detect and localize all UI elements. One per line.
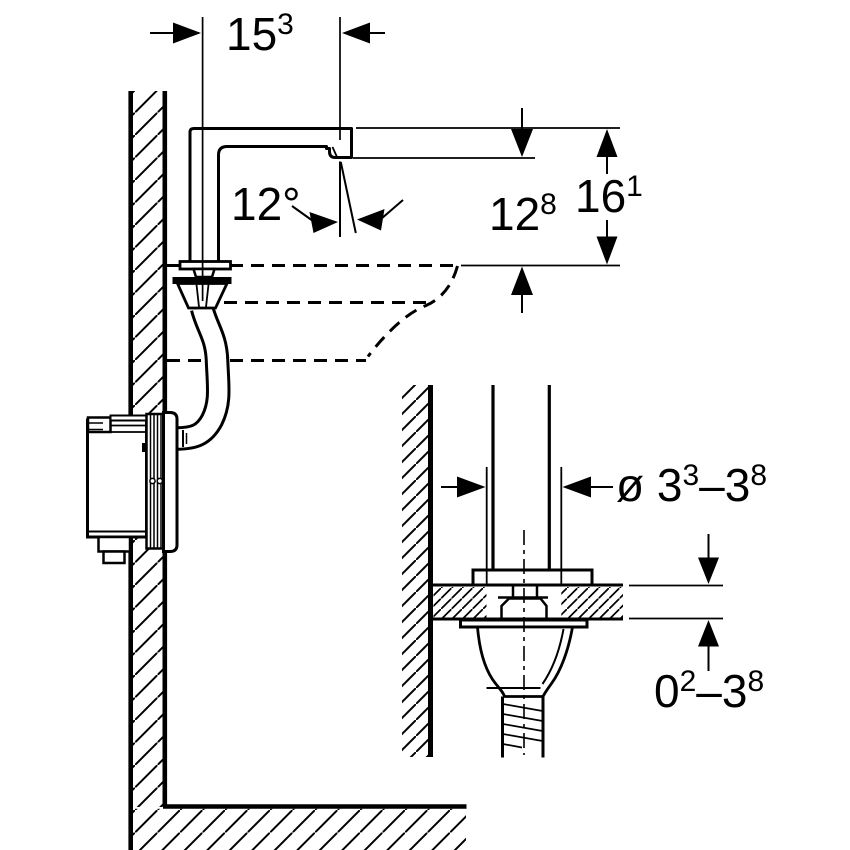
spout-projection-label: 153 xyxy=(226,8,294,60)
plate-screw-right xyxy=(156,477,164,485)
dim-total-height: 161 xyxy=(575,129,643,265)
arrowhead xyxy=(342,22,370,44)
thread-line-4 xyxy=(502,733,543,742)
dim-stream-angle: 12° xyxy=(231,178,404,233)
angle-leader-left xyxy=(291,205,314,222)
arrowhead xyxy=(596,129,618,157)
mounting-nut xyxy=(498,586,548,618)
angled-stream-line xyxy=(339,161,357,234)
deck-thickness-label: 02–38 xyxy=(654,665,764,717)
base-neck xyxy=(191,267,217,279)
floor-section xyxy=(133,804,467,850)
hose-fill xyxy=(176,305,228,448)
slab-hatch-right xyxy=(561,587,623,618)
thread-line-1 xyxy=(502,703,543,712)
outlet-height-label: 128 xyxy=(489,188,557,240)
arrowhead xyxy=(698,620,719,647)
basin-right-curve xyxy=(366,265,459,358)
main-view: 153 12° 128 1 xyxy=(86,8,643,850)
arrowhead xyxy=(698,557,719,584)
detail-wall-section xyxy=(402,385,433,757)
thread-line-5 xyxy=(502,743,523,749)
box-latch-block xyxy=(142,443,147,452)
function-box-body xyxy=(86,418,148,539)
box-bottom-bracket xyxy=(97,535,132,553)
cone-inner-line-2 xyxy=(205,284,210,308)
dim-deck-thickness: 02–38 xyxy=(629,534,764,717)
height-extension-lines xyxy=(353,127,620,267)
arrowhead xyxy=(511,129,533,157)
slab-hatch-left xyxy=(433,587,487,618)
arrowhead xyxy=(511,266,533,295)
dim-hole-diameter: ø 33–38 xyxy=(441,459,767,511)
angle-leader-right xyxy=(380,199,404,220)
shank-escutcheon xyxy=(471,568,594,587)
detail-wall-hatch xyxy=(402,385,429,757)
total-height-label: 161 xyxy=(575,170,643,222)
water-stream-lines xyxy=(339,161,357,237)
thread-line-2 xyxy=(502,713,543,722)
spout-outline xyxy=(188,127,353,265)
arrowhead xyxy=(596,236,618,265)
arrowhead xyxy=(309,212,338,233)
flexible-supply-hose xyxy=(176,304,231,451)
cone-inner-line-1 xyxy=(195,284,200,308)
detail-view: ø 33–38 02–38 xyxy=(402,385,767,758)
box-top-ridge xyxy=(109,414,148,422)
dim-outlet-height: 128 xyxy=(489,108,557,313)
box-bottom-foot xyxy=(102,550,126,565)
aerator-tick xyxy=(331,146,338,158)
arrowhead xyxy=(357,209,385,231)
dim-spout-projection: 153 xyxy=(150,8,385,301)
box-cover-plate xyxy=(162,411,179,553)
cone-outline xyxy=(476,625,574,698)
hole-extension-lines xyxy=(485,467,563,584)
thread-line-3 xyxy=(502,723,543,732)
faucet-shank xyxy=(491,385,551,570)
plate-screw-left xyxy=(149,477,156,485)
stream-angle-label: 12° xyxy=(231,178,301,230)
arrowhead xyxy=(173,22,201,44)
floor-hatch xyxy=(133,808,466,850)
arrowhead xyxy=(457,476,486,498)
mounting-cone xyxy=(476,625,574,698)
concealed-function-box xyxy=(86,411,188,565)
hole-diameter-label: ø 33–38 xyxy=(616,459,767,511)
arrowhead xyxy=(562,476,591,498)
threaded-tailpiece xyxy=(501,696,545,758)
cone-inner-right-line xyxy=(541,628,565,685)
